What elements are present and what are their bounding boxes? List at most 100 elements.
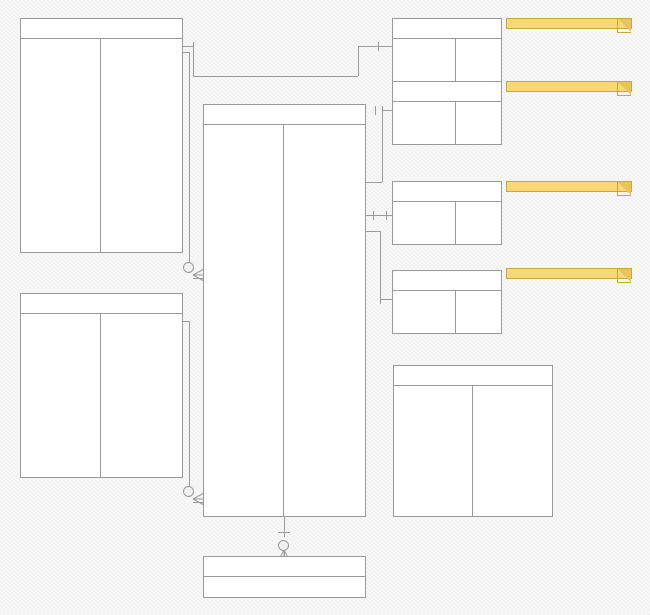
entity-assign-status[interactable] bbox=[392, 81, 502, 145]
cardinality-one-tick bbox=[386, 211, 387, 220]
field-type bbox=[283, 484, 365, 500]
assign-type-note bbox=[506, 268, 632, 283]
field-name bbox=[394, 483, 473, 501]
table-row bbox=[21, 71, 182, 89]
table-row bbox=[204, 483, 365, 500]
field-name bbox=[393, 202, 456, 223]
entity-title bbox=[21, 294, 182, 314]
field-type bbox=[100, 55, 182, 71]
entity-field-table bbox=[204, 577, 365, 597]
field-type bbox=[472, 451, 552, 467]
field-name bbox=[204, 353, 284, 370]
connector-assign-type bbox=[380, 299, 392, 300]
field-type bbox=[283, 239, 365, 255]
connector-workers-assignments bbox=[183, 52, 189, 53]
field-type bbox=[283, 125, 365, 141]
entity-priority[interactable] bbox=[392, 181, 502, 245]
field-type bbox=[100, 219, 182, 235]
field-name bbox=[21, 444, 101, 461]
table-row bbox=[21, 137, 182, 154]
table-row bbox=[21, 88, 182, 105]
entity-location-tracking[interactable] bbox=[393, 365, 553, 518]
cardinality-one-tick bbox=[284, 528, 285, 537]
entity-worker-status[interactable] bbox=[392, 18, 502, 82]
entity-attachments[interactable] bbox=[203, 556, 366, 598]
table-row bbox=[204, 467, 365, 484]
field-type bbox=[100, 203, 182, 219]
table-row bbox=[21, 202, 182, 220]
field-name bbox=[21, 314, 101, 331]
connector-workers-status bbox=[358, 46, 392, 47]
connector-segment bbox=[193, 46, 194, 76]
connector-workers-assignments bbox=[193, 278, 203, 279]
field-name bbox=[21, 104, 101, 121]
field-type bbox=[283, 255, 365, 271]
field-type bbox=[100, 461, 182, 477]
table-row bbox=[204, 402, 365, 419]
table-row bbox=[394, 483, 552, 501]
field-type bbox=[100, 137, 182, 153]
field-name bbox=[21, 137, 101, 154]
field-name bbox=[21, 362, 101, 380]
table-row bbox=[204, 206, 365, 223]
field-name bbox=[21, 88, 101, 105]
field-name bbox=[394, 451, 473, 468]
connector-segment bbox=[358, 46, 359, 76]
field-type bbox=[283, 304, 365, 320]
field-type bbox=[283, 467, 365, 483]
field-type bbox=[472, 435, 552, 451]
field-name bbox=[394, 418, 473, 435]
crowsfoot-icon bbox=[192, 492, 205, 506]
entity-dispatchers[interactable] bbox=[20, 293, 183, 478]
field-name bbox=[21, 55, 101, 72]
field-name bbox=[393, 291, 456, 312]
field-name bbox=[204, 499, 284, 517]
entity-assignments[interactable] bbox=[203, 104, 366, 518]
field-name bbox=[21, 202, 101, 220]
entity-workers[interactable] bbox=[20, 18, 183, 254]
field-name bbox=[21, 379, 101, 396]
field-type bbox=[472, 402, 552, 418]
field-type bbox=[472, 500, 552, 516]
connector-segment bbox=[380, 231, 381, 299]
field-type bbox=[100, 330, 182, 346]
field-name bbox=[204, 173, 284, 191]
field-name bbox=[204, 287, 284, 305]
table-row bbox=[21, 379, 182, 396]
table-row bbox=[21, 186, 182, 203]
field-type bbox=[100, 379, 182, 395]
field-name bbox=[21, 120, 101, 138]
cardinality-zero-circle bbox=[278, 540, 289, 551]
table-row bbox=[204, 255, 365, 272]
table-row bbox=[394, 467, 552, 484]
entity-field-table bbox=[394, 386, 552, 517]
field-name bbox=[204, 450, 284, 468]
table-row bbox=[21, 444, 182, 461]
cardinality-one-tick bbox=[382, 106, 383, 115]
table-row bbox=[204, 157, 365, 174]
field-type bbox=[283, 288, 365, 304]
table-row bbox=[393, 123, 501, 144]
entity-field-table bbox=[21, 39, 182, 253]
table-row bbox=[21, 55, 182, 72]
field-type bbox=[283, 190, 365, 206]
field-name bbox=[21, 235, 101, 253]
connector-workers-status bbox=[183, 46, 193, 47]
entity-assign-type[interactable] bbox=[392, 270, 502, 334]
table-row bbox=[204, 369, 365, 386]
connector-assign-status bbox=[366, 182, 382, 183]
field-type bbox=[100, 236, 182, 252]
field-type bbox=[100, 170, 182, 186]
table-row bbox=[393, 60, 501, 81]
table-row bbox=[204, 239, 365, 256]
field-type bbox=[100, 105, 182, 121]
assign-status-note bbox=[506, 81, 632, 96]
table-row bbox=[204, 125, 365, 142]
field-type bbox=[100, 72, 182, 88]
field-type bbox=[283, 223, 365, 239]
field-name bbox=[393, 312, 456, 333]
field-name bbox=[393, 102, 456, 123]
table-row bbox=[204, 434, 365, 451]
table-row bbox=[204, 336, 365, 354]
table-row bbox=[393, 223, 501, 244]
